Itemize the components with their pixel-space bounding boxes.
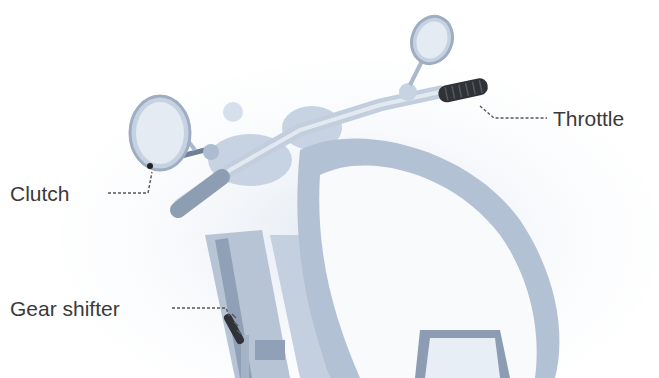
part-label: Gear shifter (10, 297, 120, 320)
part-label: Clutch (10, 182, 70, 205)
part-label: Throttle (553, 107, 624, 130)
